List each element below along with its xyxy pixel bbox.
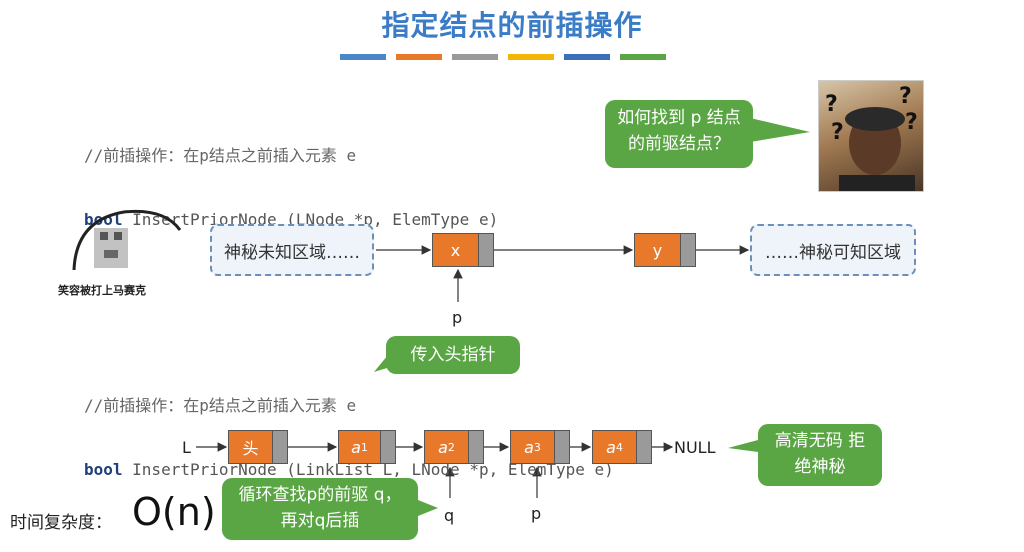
color-bar (396, 54, 442, 60)
code-comment: //前插操作：在p结点之前插入元素 e (84, 146, 357, 165)
confused-face-icon: ? ? ? ? (825, 84, 918, 191)
node-y-pointer (680, 234, 695, 266)
color-bar (452, 54, 498, 60)
question-bubble-tail (750, 118, 810, 142)
svg-text:?: ? (899, 84, 912, 109)
node-y-value: y (635, 234, 680, 266)
pointer-q-label: q (444, 506, 455, 525)
head-pointer-bubble: 传入头指针 (386, 336, 520, 374)
color-bars (340, 54, 666, 60)
hd-bubble-tail (728, 440, 758, 452)
meme-label: 笑容被打上马赛克 (58, 284, 146, 297)
node-y: y (634, 233, 696, 267)
node-x-pointer (478, 234, 493, 266)
code-keyword: bool (84, 460, 123, 479)
code-signature-text: InsertPriorNode (LinkList L, LNode *p, E… (122, 460, 614, 479)
meme-face-icon (72, 209, 182, 271)
node-x: x (432, 233, 494, 267)
node-head-pointer (272, 431, 287, 463)
svg-text:?: ? (831, 120, 844, 145)
color-bar (564, 54, 610, 60)
confused-person-photo: ? ? ? ? (818, 80, 924, 192)
complexity-value: O(n) (132, 490, 216, 534)
node-x-value: x (433, 234, 478, 266)
node-head-value: 头 (229, 431, 272, 463)
unknown-region-box: 神秘未知区域…… (210, 224, 374, 276)
complexity-label: 时间复杂度： (10, 513, 112, 533)
color-bar (620, 54, 666, 60)
node-a2-pointer (468, 431, 483, 463)
hd-bubble: 高清无码 拒绝神秘 (758, 424, 882, 486)
color-bar (340, 54, 386, 60)
code-signature: bool InsertPriorNode (LinkList L, LNode … (84, 460, 614, 479)
code-block-2: //前插操作：在p结点之前插入元素 e bool InsertPriorNode… (84, 354, 614, 498)
slide-title: 指定结点的前插操作 (381, 9, 643, 42)
svg-text:?: ? (905, 110, 918, 135)
loop-bubble: 循环查找p的前驱 q，再对q后插 (222, 478, 418, 540)
node-a1-pointer (380, 431, 395, 463)
pointer-p-label: p (452, 308, 463, 327)
color-bar (508, 54, 554, 60)
null-label: NULL (674, 438, 716, 457)
svg-text:?: ? (825, 92, 838, 117)
meme-image: 笑容被打上马赛克 (58, 200, 182, 297)
node-a4-pointer (636, 431, 651, 463)
node-a3-pointer (554, 431, 569, 463)
known-region-box: ……神秘可知区域 (750, 224, 916, 276)
loop-bubble-tail (418, 500, 438, 516)
question-bubble: 如何找到 p 结点的前驱结点？ (605, 100, 753, 168)
pointer-p-label-2: p (531, 504, 542, 523)
list-L-label: L (182, 438, 191, 457)
node-head: 头 (228, 430, 288, 464)
code-comment: //前插操作：在p结点之前插入元素 e (84, 396, 357, 415)
